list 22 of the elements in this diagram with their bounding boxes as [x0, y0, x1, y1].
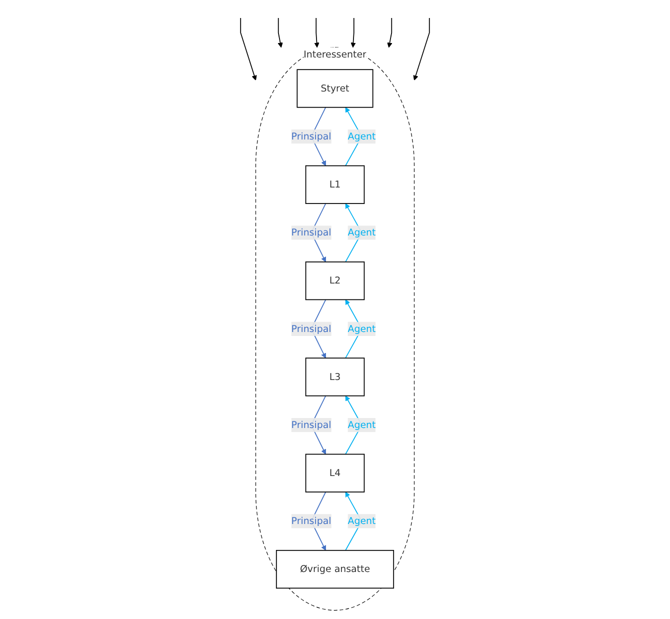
node-box: Øvrige ansatte: [276, 549, 394, 588]
node-box: L2: [305, 260, 365, 300]
arrow: [240, 17, 257, 80]
node-box: L1: [305, 164, 365, 204]
edge-label: Prinsipal: [291, 322, 332, 334]
edge-label: Agent: [348, 514, 376, 526]
edge-label: Agent: [348, 418, 376, 430]
node-box: L3: [305, 357, 365, 396]
arrow: [387, 17, 392, 48]
arrow: [350, 17, 356, 48]
edge-label: Prinsipal: [291, 226, 332, 238]
edge-label: Prinsipal: [291, 514, 332, 526]
arrow: [314, 17, 320, 48]
node-box: L4: [305, 453, 365, 492]
edge-label: Agent: [348, 226, 376, 238]
arrow: [413, 17, 430, 80]
edge-label: Prinsipal: [291, 130, 332, 142]
edge-label: Agent: [348, 130, 376, 142]
edge-label: Agent: [348, 322, 376, 334]
arrow: [278, 17, 283, 48]
edge-label: Prinsipal: [291, 418, 332, 430]
node-box: Styret: [296, 68, 374, 108]
